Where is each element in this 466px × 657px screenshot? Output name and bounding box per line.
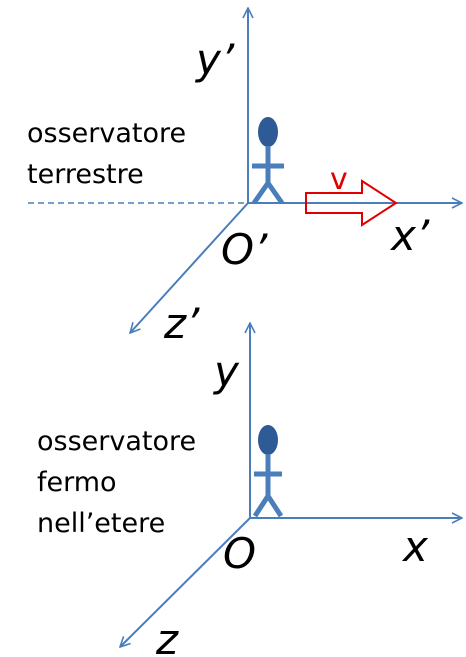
velocity-label: v [330,162,348,197]
z-prime-axis [130,202,249,333]
ether-observer-figure [252,425,284,518]
observer-head [258,117,278,147]
moving-observer-label-line2: terrestre [27,159,144,190]
rest-observer-label-line3: nell’etere [37,508,165,539]
moving-observer-label-line1: osservatore [27,118,186,149]
z-axis [120,517,251,647]
rest-frame: osservatore fermo nell’etere y O x z [37,323,462,657]
origin-prime-label: O’ [221,225,268,274]
z-axis-label: z [155,615,179,657]
x-axis-label: x [401,522,429,571]
y-axis-label: y [212,347,240,396]
y-prime-axis-label: y’ [194,35,235,84]
rest-observer-label-line1: osservatore [37,426,196,457]
terrestrial-observer-figure [251,117,285,205]
observer-head [258,425,278,455]
x-prime-axis-label: x’ [389,211,430,260]
rest-observer-label-line2: fermo [37,467,117,498]
origin-label: O [223,529,256,578]
velocity-arrow [305,179,398,227]
z-prime-axis-label: z’ [163,299,200,348]
moving-frame: v osservatore terrestre y’ O’ x’ z’ [27,8,462,348]
